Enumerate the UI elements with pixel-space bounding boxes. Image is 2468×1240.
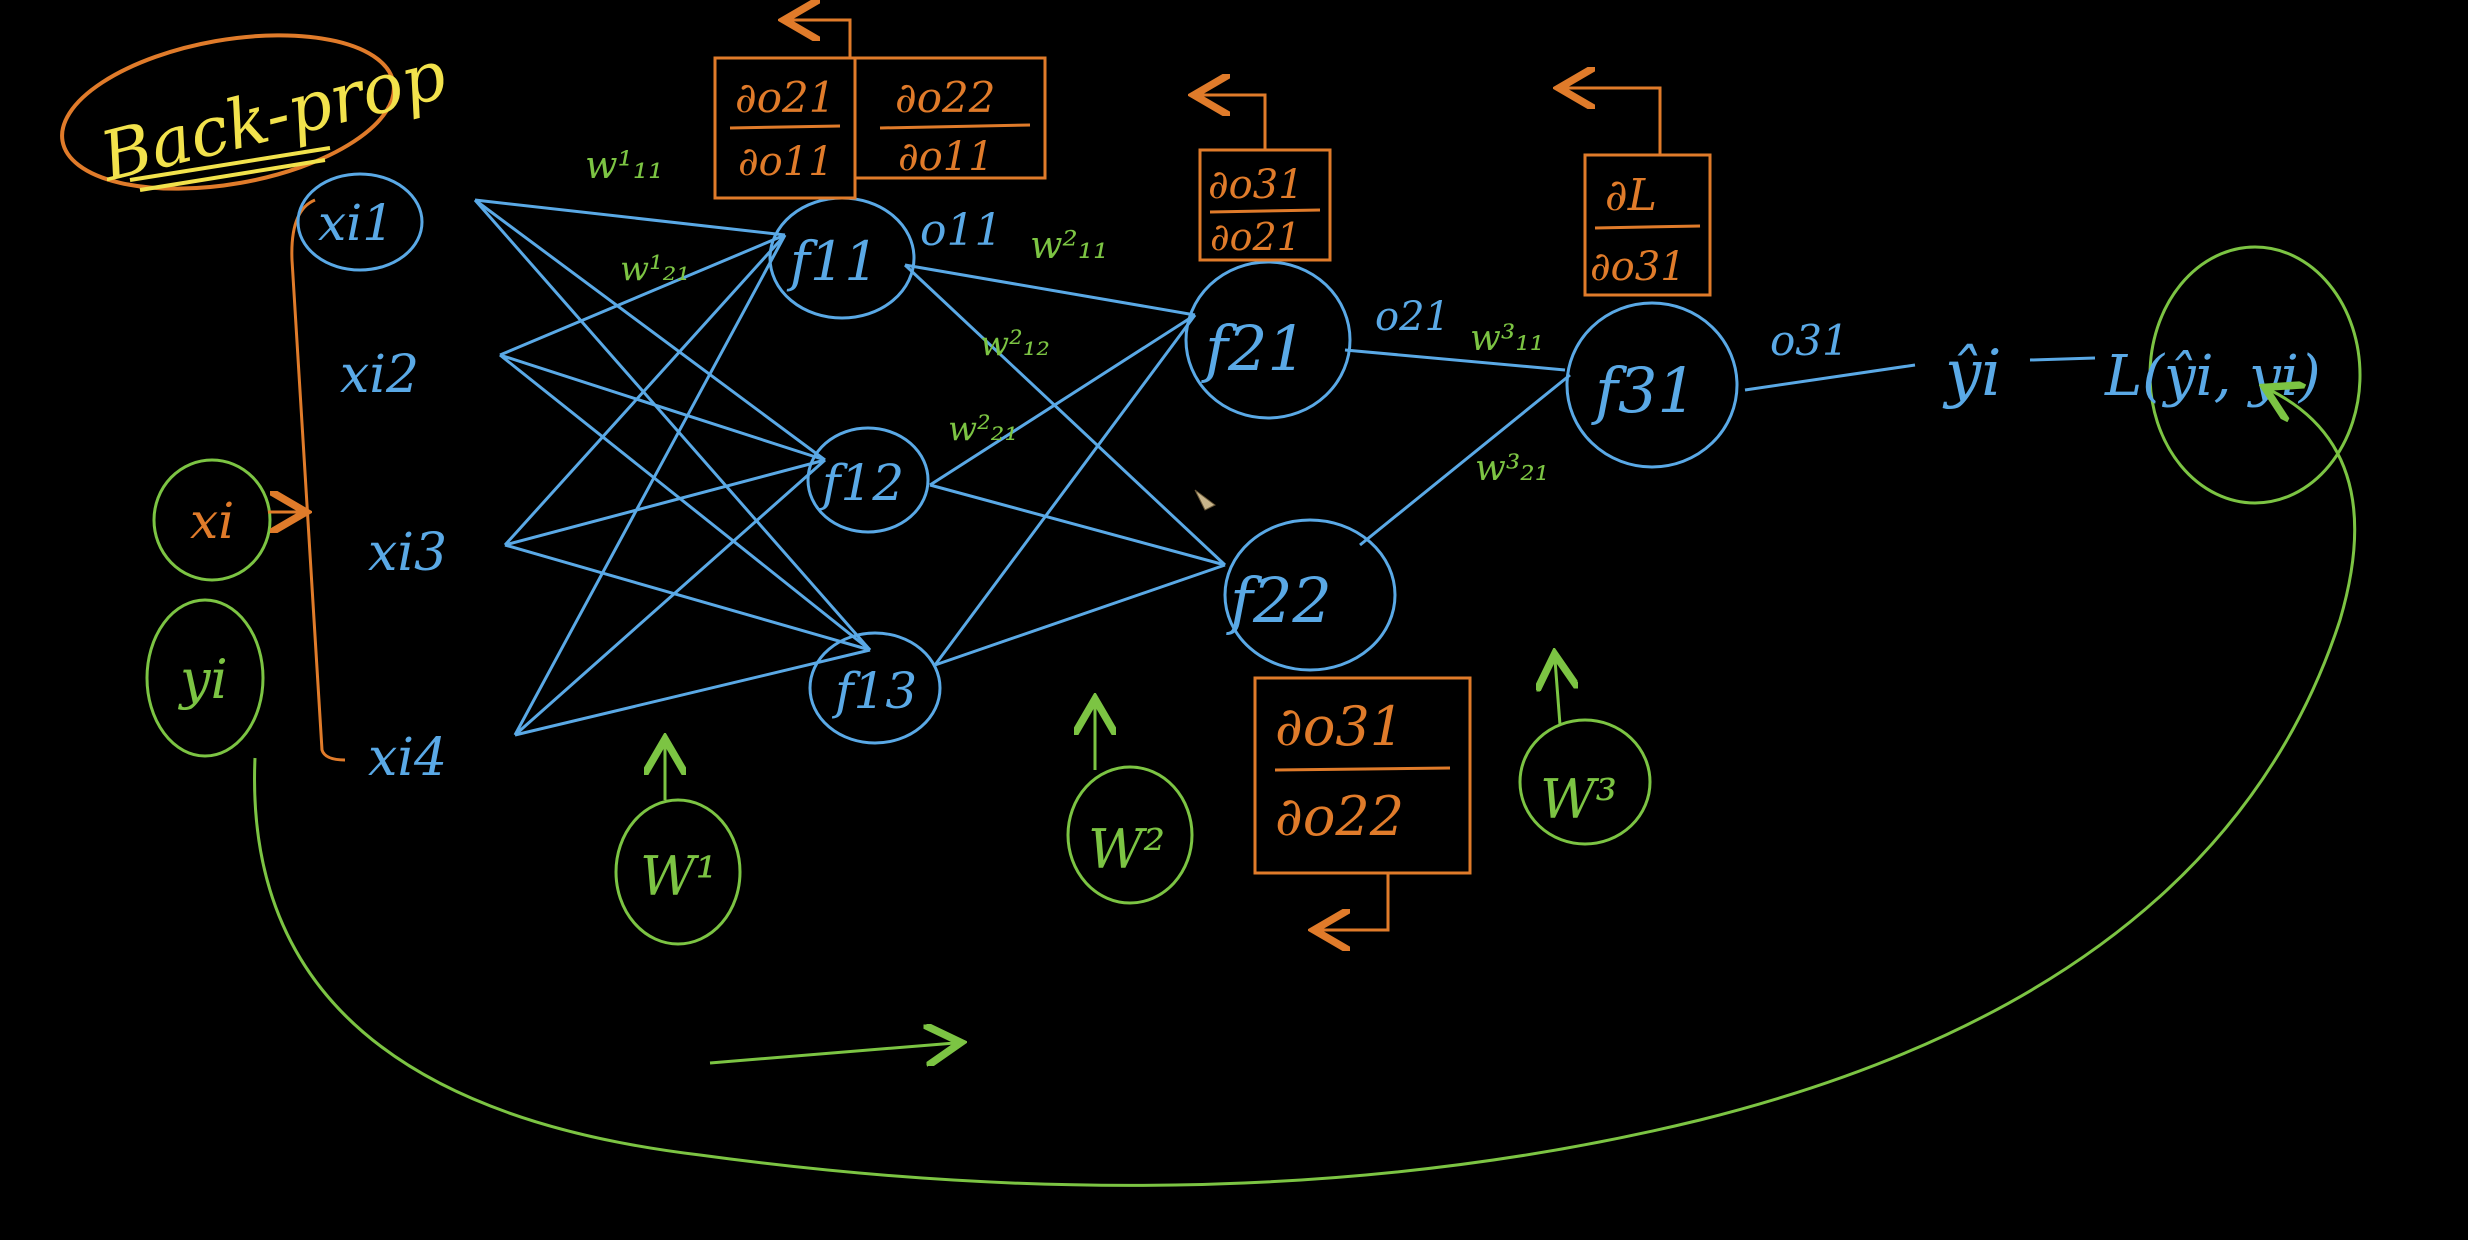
node-f22 (1223, 518, 1397, 672)
deriv-box-1-num: ∂o21 (735, 73, 835, 122)
deriv-box-5 (1253, 676, 1472, 875)
loss-group: L(ŷi, yi) (2104, 245, 2362, 505)
sample-group: xi yi (145, 458, 300, 758)
deriv-box-5-arrow (1320, 873, 1390, 930)
edge-xi2-f12 (499, 353, 826, 462)
input-label-xi3: xi3 (368, 523, 447, 583)
layer3-nodes: f31 (1565, 301, 1739, 469)
w3-label: W³ (1540, 768, 1617, 831)
o31-label: o31 (1770, 316, 1849, 365)
weight-w2-12: w²₁₂ (980, 324, 1050, 364)
input-label-xi2: xi2 (340, 345, 419, 405)
edge-yhat-loss (2029, 356, 2096, 362)
title-underline (129, 146, 331, 192)
edge-xi3-f11 (503, 233, 787, 547)
edge-f11-f22 (903, 263, 1227, 567)
deriv-box-3-den: ∂o21 (1210, 215, 1301, 259)
edge-f22-f31 (1359, 373, 1571, 547)
node-f31 (1565, 301, 1739, 469)
deriv-box-5-den: ∂o22 (1275, 785, 1404, 848)
edge-f11-f21 (904, 263, 1196, 317)
weight-groups: W¹ W² W³ (614, 660, 1652, 946)
deriv-box-1-arrow (790, 20, 852, 58)
o11-label: o11 (920, 205, 1002, 256)
input-label-xi4: xi4 (368, 728, 447, 788)
w1-label: W¹ (640, 845, 717, 908)
weight-w2-11: w²₁₁ (1030, 223, 1108, 267)
deriv-box-4-den: ∂o31 (1590, 244, 1686, 290)
deriv-box-3-bar (1209, 208, 1321, 214)
input-node-xi1 (296, 172, 424, 272)
node-f13-label: f13 (831, 662, 917, 720)
layer1-nodes: f11 f12 f13 (768, 196, 942, 745)
edge-f13-f22 (934, 563, 1226, 667)
input-nodes: xi1 xi2 xi3 xi4 (296, 172, 447, 788)
o21-label: o21 (1375, 294, 1450, 340)
edge-f21-f31 (1344, 348, 1566, 372)
title-outline (60, 33, 396, 191)
deriv-box-2-num: ∂o22 (895, 73, 995, 122)
edge-xi4-f12 (514, 458, 826, 737)
edge-xi3-f12 (504, 458, 826, 547)
deriv-box-3-num: ∂o31 (1208, 162, 1304, 208)
w3-circle (1518, 718, 1652, 846)
deriv-box-4-bar (1594, 224, 1701, 230)
weight-w1-21: w¹₂₁ (620, 249, 690, 289)
weight-w3-21: w³₂₁ (1475, 448, 1549, 489)
deriv-box-3-arrow (1200, 95, 1267, 150)
edge-f31-yhat (1744, 363, 1916, 392)
layer2-nodes: f21 f22 (1184, 260, 1397, 672)
deriv-box-1-bar (729, 124, 841, 130)
deriv-box-4-num: ∂L (1605, 170, 1657, 221)
node-f11-label: f11 (786, 230, 879, 293)
deriv-box-4 (1583, 153, 1712, 297)
yi-label: yi (178, 648, 228, 711)
deriv-box-5-bar (1274, 766, 1451, 772)
edge-f12-f22 (929, 483, 1226, 567)
w1-circle (614, 798, 742, 946)
node-f21-label: f21 (1201, 312, 1307, 385)
pen-cursor-icon (1194, 489, 1216, 511)
w2-label: W² (1088, 818, 1165, 881)
loss-circle (2148, 245, 2362, 505)
w3-arrow (1555, 660, 1560, 726)
deriv-box-1-den: ∂o11 (738, 139, 834, 185)
prediction-label: ŷi (1942, 337, 2002, 411)
deriv-box-2-den: ∂o11 (898, 134, 994, 180)
target-to-loss-curve (253, 390, 2357, 1187)
node-f22-label: f22 (1226, 564, 1332, 637)
weight-w1-11: w¹₁₁ (585, 143, 663, 187)
deriv-box-2-bar (879, 123, 1031, 130)
connections (473, 198, 2096, 737)
xi-label: xi (190, 492, 234, 550)
edge-xi2-f11 (499, 233, 786, 357)
node-f31-label: f31 (1591, 354, 1697, 427)
weight-w3-11: w³₁₁ (1470, 318, 1544, 359)
node-f12 (806, 426, 930, 534)
edge-xi1-f11 (474, 198, 786, 237)
yi-circle (145, 598, 265, 758)
node-f21 (1184, 260, 1352, 420)
edge-f13-f21 (933, 314, 1197, 666)
edge-xi3-f13 (504, 543, 871, 652)
input-bracket (290, 198, 346, 762)
forward-arrow (709, 1043, 955, 1063)
edge-xi4-f11 (513, 234, 787, 736)
edge-xi1-f13 (473, 199, 872, 651)
weight-labels: w¹₁₁ w¹₂₁ w²₁₁ w²₁₂ w²₂₁ w³₁₁ w³₂₁ (585, 143, 1549, 489)
edge-xi2-f13 (499, 353, 871, 652)
node-f13 (808, 631, 942, 745)
deriv-box-5-num: ∂o31 (1275, 695, 1404, 758)
input-label-xi1: xi1 (318, 194, 394, 252)
edge-xi1-f12 (474, 198, 826, 462)
edge-xi4-f13 (514, 648, 871, 737)
weight-w2-21: w²₂₁ (948, 409, 1018, 449)
deriv-box-2 (853, 56, 1047, 180)
node-f12-label: f12 (818, 454, 904, 512)
derivative-boxes: ∂o21 ∂o11 ∂o22 ∂o11 ∂o31 ∂o21 ∂L ∂o31 ∂o… (713, 20, 1712, 930)
edge-f12-f21 (929, 313, 1196, 487)
w2-circle (1066, 765, 1194, 905)
deriv-box-4-arrow (1565, 88, 1662, 155)
